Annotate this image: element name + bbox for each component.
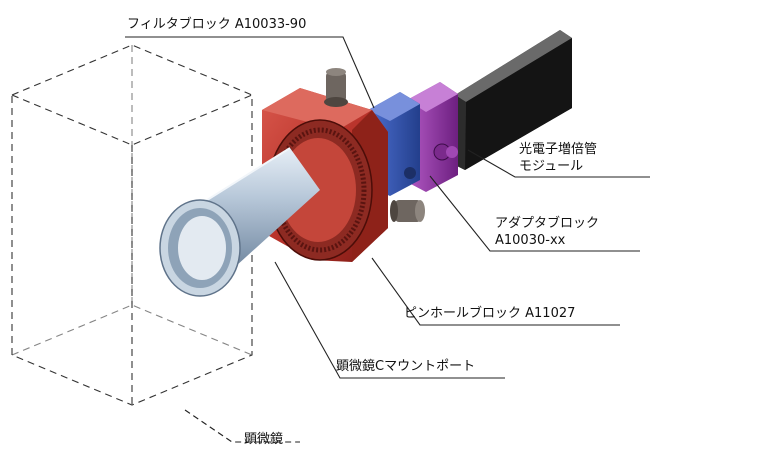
microscope-leader bbox=[184, 409, 300, 443]
label-filter-block: フィルタブロック A10033-90 bbox=[127, 17, 307, 32]
leader-lines bbox=[125, 36, 650, 379]
label-pmt-line1: 光電子増倍管 bbox=[519, 142, 598, 157]
label-pinhole-block: ピンホールブロック A11027 bbox=[404, 306, 576, 321]
label-c-mount-port: 顕微鏡Cマウントポート bbox=[336, 359, 476, 374]
label-pmt-line2: モジュール bbox=[519, 159, 584, 174]
side-knob-shape bbox=[390, 200, 425, 222]
microscope-outline bbox=[11, 44, 253, 406]
pmt-module-shape bbox=[455, 30, 572, 170]
top-knob-shape bbox=[324, 68, 348, 107]
c-mount-tube-shape bbox=[159, 147, 320, 297]
label-microscope: 顕微鏡 bbox=[244, 432, 284, 447]
label-adapter-line1: アダプタブロック bbox=[495, 216, 600, 231]
label-adapter-line2: A10030-xx bbox=[495, 233, 566, 248]
